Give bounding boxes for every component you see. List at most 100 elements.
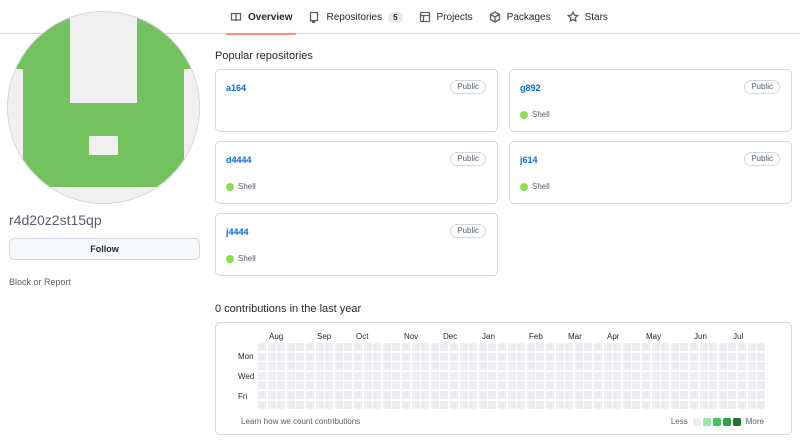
contribution-day[interactable]	[517, 391, 526, 399]
contribution-day[interactable]	[267, 381, 276, 390]
contribution-day[interactable]	[728, 343, 737, 351]
contribution-day[interactable]	[536, 391, 545, 399]
contribution-day[interactable]	[440, 391, 449, 399]
contribution-day[interactable]	[555, 371, 564, 380]
contribution-day[interactable]	[632, 352, 641, 361]
contribution-day[interactable]	[699, 400, 708, 409]
contribution-day[interactable]	[594, 343, 602, 351]
contribution-day[interactable]	[450, 391, 458, 399]
contribution-day[interactable]	[661, 343, 670, 351]
contribution-day[interactable]	[363, 371, 372, 380]
contribution-day[interactable]	[411, 362, 420, 371]
contribution-day[interactable]	[651, 381, 660, 390]
contribution-day[interactable]	[382, 371, 391, 380]
contribution-day[interactable]	[747, 391, 756, 399]
contribution-day[interactable]	[747, 352, 756, 361]
contribution-day[interactable]	[526, 381, 535, 390]
contribution-day[interactable]	[670, 391, 679, 399]
contribution-day[interactable]	[421, 400, 430, 409]
avatar[interactable]	[8, 12, 199, 203]
contribution-day[interactable]	[325, 352, 334, 361]
contribution-day[interactable]	[392, 352, 401, 361]
contribution-day[interactable]	[402, 352, 410, 361]
contribution-day[interactable]	[574, 381, 583, 390]
contribution-day[interactable]	[354, 343, 362, 351]
contribution-day[interactable]	[363, 391, 372, 399]
contribution-day[interactable]	[670, 343, 679, 351]
contribution-day[interactable]	[363, 362, 372, 371]
contribution-day[interactable]	[373, 362, 382, 371]
contribution-day[interactable]	[450, 362, 458, 371]
contribution-day[interactable]	[661, 381, 670, 390]
contribution-day[interactable]	[421, 343, 430, 351]
contribution-day[interactable]	[574, 391, 583, 399]
contribution-day[interactable]	[440, 343, 449, 351]
contribution-day[interactable]	[546, 391, 554, 399]
contribution-day[interactable]	[507, 400, 516, 409]
contribution-day[interactable]	[306, 343, 314, 351]
contribution-day[interactable]	[296, 400, 305, 409]
contribution-day[interactable]	[517, 362, 526, 371]
contribution-day[interactable]	[622, 362, 631, 371]
contribution-day[interactable]	[651, 343, 660, 351]
contribution-day[interactable]	[507, 352, 516, 361]
contribution-day[interactable]	[594, 400, 602, 409]
contribution-day[interactable]	[747, 343, 756, 351]
contribution-day[interactable]	[632, 391, 641, 399]
contribution-day[interactable]	[488, 343, 497, 351]
contribution-day[interactable]	[258, 400, 266, 409]
contribution-day[interactable]	[670, 362, 679, 371]
contribution-day[interactable]	[344, 400, 353, 409]
contribution-day[interactable]	[690, 400, 698, 409]
contribution-day[interactable]	[334, 371, 343, 380]
contribution-day[interactable]	[565, 381, 574, 390]
repo-name-link[interactable]: a164	[226, 83, 247, 93]
contribution-day[interactable]	[277, 391, 286, 399]
repo-name-link[interactable]: d4444	[226, 155, 252, 165]
contribution-day[interactable]	[690, 362, 698, 371]
contribution-day[interactable]	[536, 343, 545, 351]
contribution-day[interactable]	[373, 343, 382, 351]
contribution-day[interactable]	[747, 371, 756, 380]
contribution-day[interactable]	[555, 381, 564, 390]
contribution-day[interactable]	[306, 371, 314, 380]
contribution-day[interactable]	[267, 400, 276, 409]
contribution-day[interactable]	[478, 400, 487, 409]
contribution-day[interactable]	[344, 343, 353, 351]
contribution-day[interactable]	[555, 400, 564, 409]
contribution-day[interactable]	[325, 362, 334, 371]
contribution-day[interactable]	[565, 362, 574, 371]
contribution-day[interactable]	[392, 391, 401, 399]
contribution-day[interactable]	[450, 371, 458, 380]
contribution-day[interactable]	[488, 371, 497, 380]
contribution-day[interactable]	[613, 391, 622, 399]
contribution-day[interactable]	[459, 371, 468, 380]
contribution-day[interactable]	[574, 352, 583, 361]
contribution-day[interactable]	[440, 371, 449, 380]
contribution-day[interactable]	[354, 352, 362, 361]
contribution-day[interactable]	[411, 400, 420, 409]
contribution-day[interactable]	[315, 391, 324, 399]
contribution-day[interactable]	[450, 381, 458, 390]
contribution-day[interactable]	[757, 343, 766, 351]
contribution-day[interactable]	[344, 381, 353, 390]
contribution-day[interactable]	[699, 362, 708, 371]
contribution-day[interactable]	[382, 391, 391, 399]
contribution-day[interactable]	[738, 371, 746, 380]
contribution-day[interactable]	[382, 352, 391, 361]
contribution-day[interactable]	[421, 391, 430, 399]
contribution-day[interactable]	[306, 352, 314, 361]
contribution-day[interactable]	[651, 352, 660, 361]
contribution-day[interactable]	[680, 391, 689, 399]
contribution-day[interactable]	[642, 362, 650, 371]
contribution-day[interactable]	[574, 371, 583, 380]
contribution-day[interactable]	[469, 400, 478, 409]
contribution-day[interactable]	[709, 352, 718, 361]
contribution-day[interactable]	[584, 391, 593, 399]
contribution-day[interactable]	[392, 371, 401, 380]
contribution-day[interactable]	[354, 391, 362, 399]
contribution-day[interactable]	[622, 352, 631, 361]
contribution-day[interactable]	[517, 343, 526, 351]
contribution-day[interactable]	[661, 362, 670, 371]
contribution-day[interactable]	[392, 362, 401, 371]
